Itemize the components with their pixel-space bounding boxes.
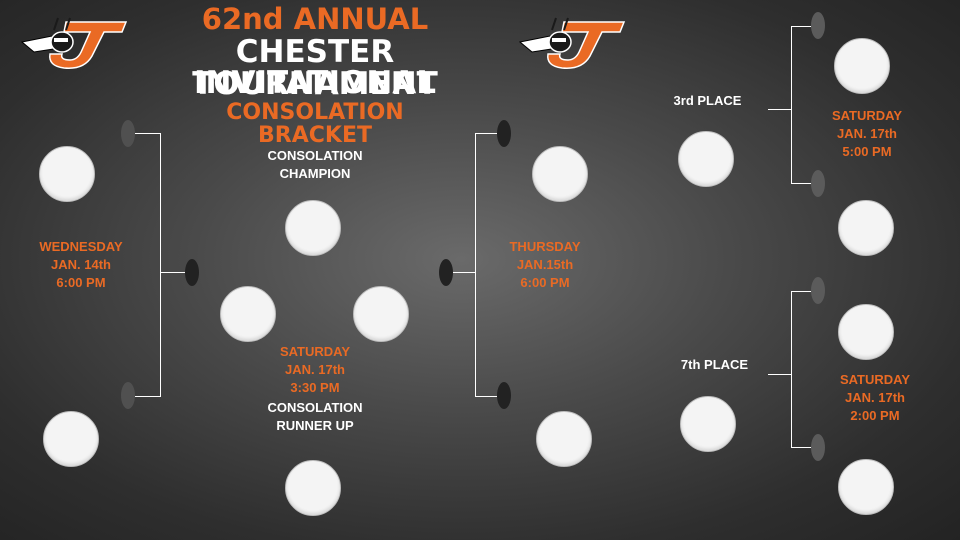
third-place-label: 3rd PLACE [673, 93, 742, 108]
team-slot[interactable] [678, 131, 734, 187]
bracket-line [135, 396, 160, 397]
bracket-node [439, 259, 453, 286]
consolation-runner-up-slot[interactable] [285, 460, 341, 516]
saturday-third-place-time: SATURDAY JAN. 17th 5:00 PM [831, 108, 903, 159]
thursday-game-time: THURSDAY JAN.15th 6:00 PM [509, 239, 581, 290]
team-slot[interactable] [536, 411, 592, 467]
team-slot[interactable] [838, 459, 894, 515]
title-tournament: TOURNAMENT [192, 66, 438, 102]
title-bracket: BRACKET [258, 123, 372, 148]
bracket-line [160, 133, 161, 397]
bracket-line [475, 396, 497, 397]
bracket-node [121, 382, 135, 409]
bracket-line [768, 109, 791, 110]
consolation-champion-slot[interactable] [285, 200, 341, 256]
bracket-line [768, 374, 791, 375]
bracket-node [811, 12, 825, 39]
bracket-node [497, 382, 511, 409]
team-slot[interactable] [680, 396, 736, 452]
team-slot[interactable] [838, 304, 894, 360]
team-slot[interactable] [532, 146, 588, 202]
seventh-place-label: 7th PLACE [680, 357, 749, 372]
bracket-line [791, 291, 811, 292]
title-annual: 62nd ANNUAL [201, 2, 429, 36]
wednesday-game-time: WEDNESDAY JAN. 14th 6:00 PM [39, 239, 123, 290]
bracket-line [791, 26, 792, 183]
bracket-line [791, 183, 811, 184]
bracket-line [791, 447, 811, 448]
saturday-center-game-time: SATURDAY JAN. 17th 3:30 PM [279, 344, 351, 395]
consolation-champion-label: CONSOLATION CHAMPION [267, 148, 363, 181]
chester-j-hornet-logo-icon [518, 17, 626, 69]
bracket-node [811, 277, 825, 304]
bracket-node [121, 120, 135, 147]
bracket-line [160, 272, 186, 273]
chester-j-hornet-logo-icon [20, 17, 128, 69]
team-slot[interactable] [220, 286, 276, 342]
bracket-node [185, 259, 199, 286]
bracket-node [811, 170, 825, 197]
title-consolation: CONSOLATION [226, 100, 404, 125]
bracket-line [475, 133, 476, 397]
title-chester-invitational: CHESTER INVITATIONAL [193, 34, 437, 101]
team-slot[interactable] [353, 286, 409, 342]
bracket-line [135, 133, 160, 134]
saturday-seventh-place-time: SATURDAY JAN. 17th 2:00 PM [839, 372, 911, 423]
bracket-line [791, 291, 792, 448]
bracket-line [475, 133, 497, 134]
team-slot[interactable] [39, 146, 95, 202]
team-slot[interactable] [43, 411, 99, 467]
bracket-line [791, 26, 811, 27]
bracket-line [453, 272, 475, 273]
team-slot[interactable] [838, 200, 894, 256]
bracket-node [497, 120, 511, 147]
consolation-runner-up-label: CONSOLATION RUNNER UP [267, 400, 363, 433]
bracket-node [811, 434, 825, 461]
team-slot[interactable] [834, 38, 890, 94]
